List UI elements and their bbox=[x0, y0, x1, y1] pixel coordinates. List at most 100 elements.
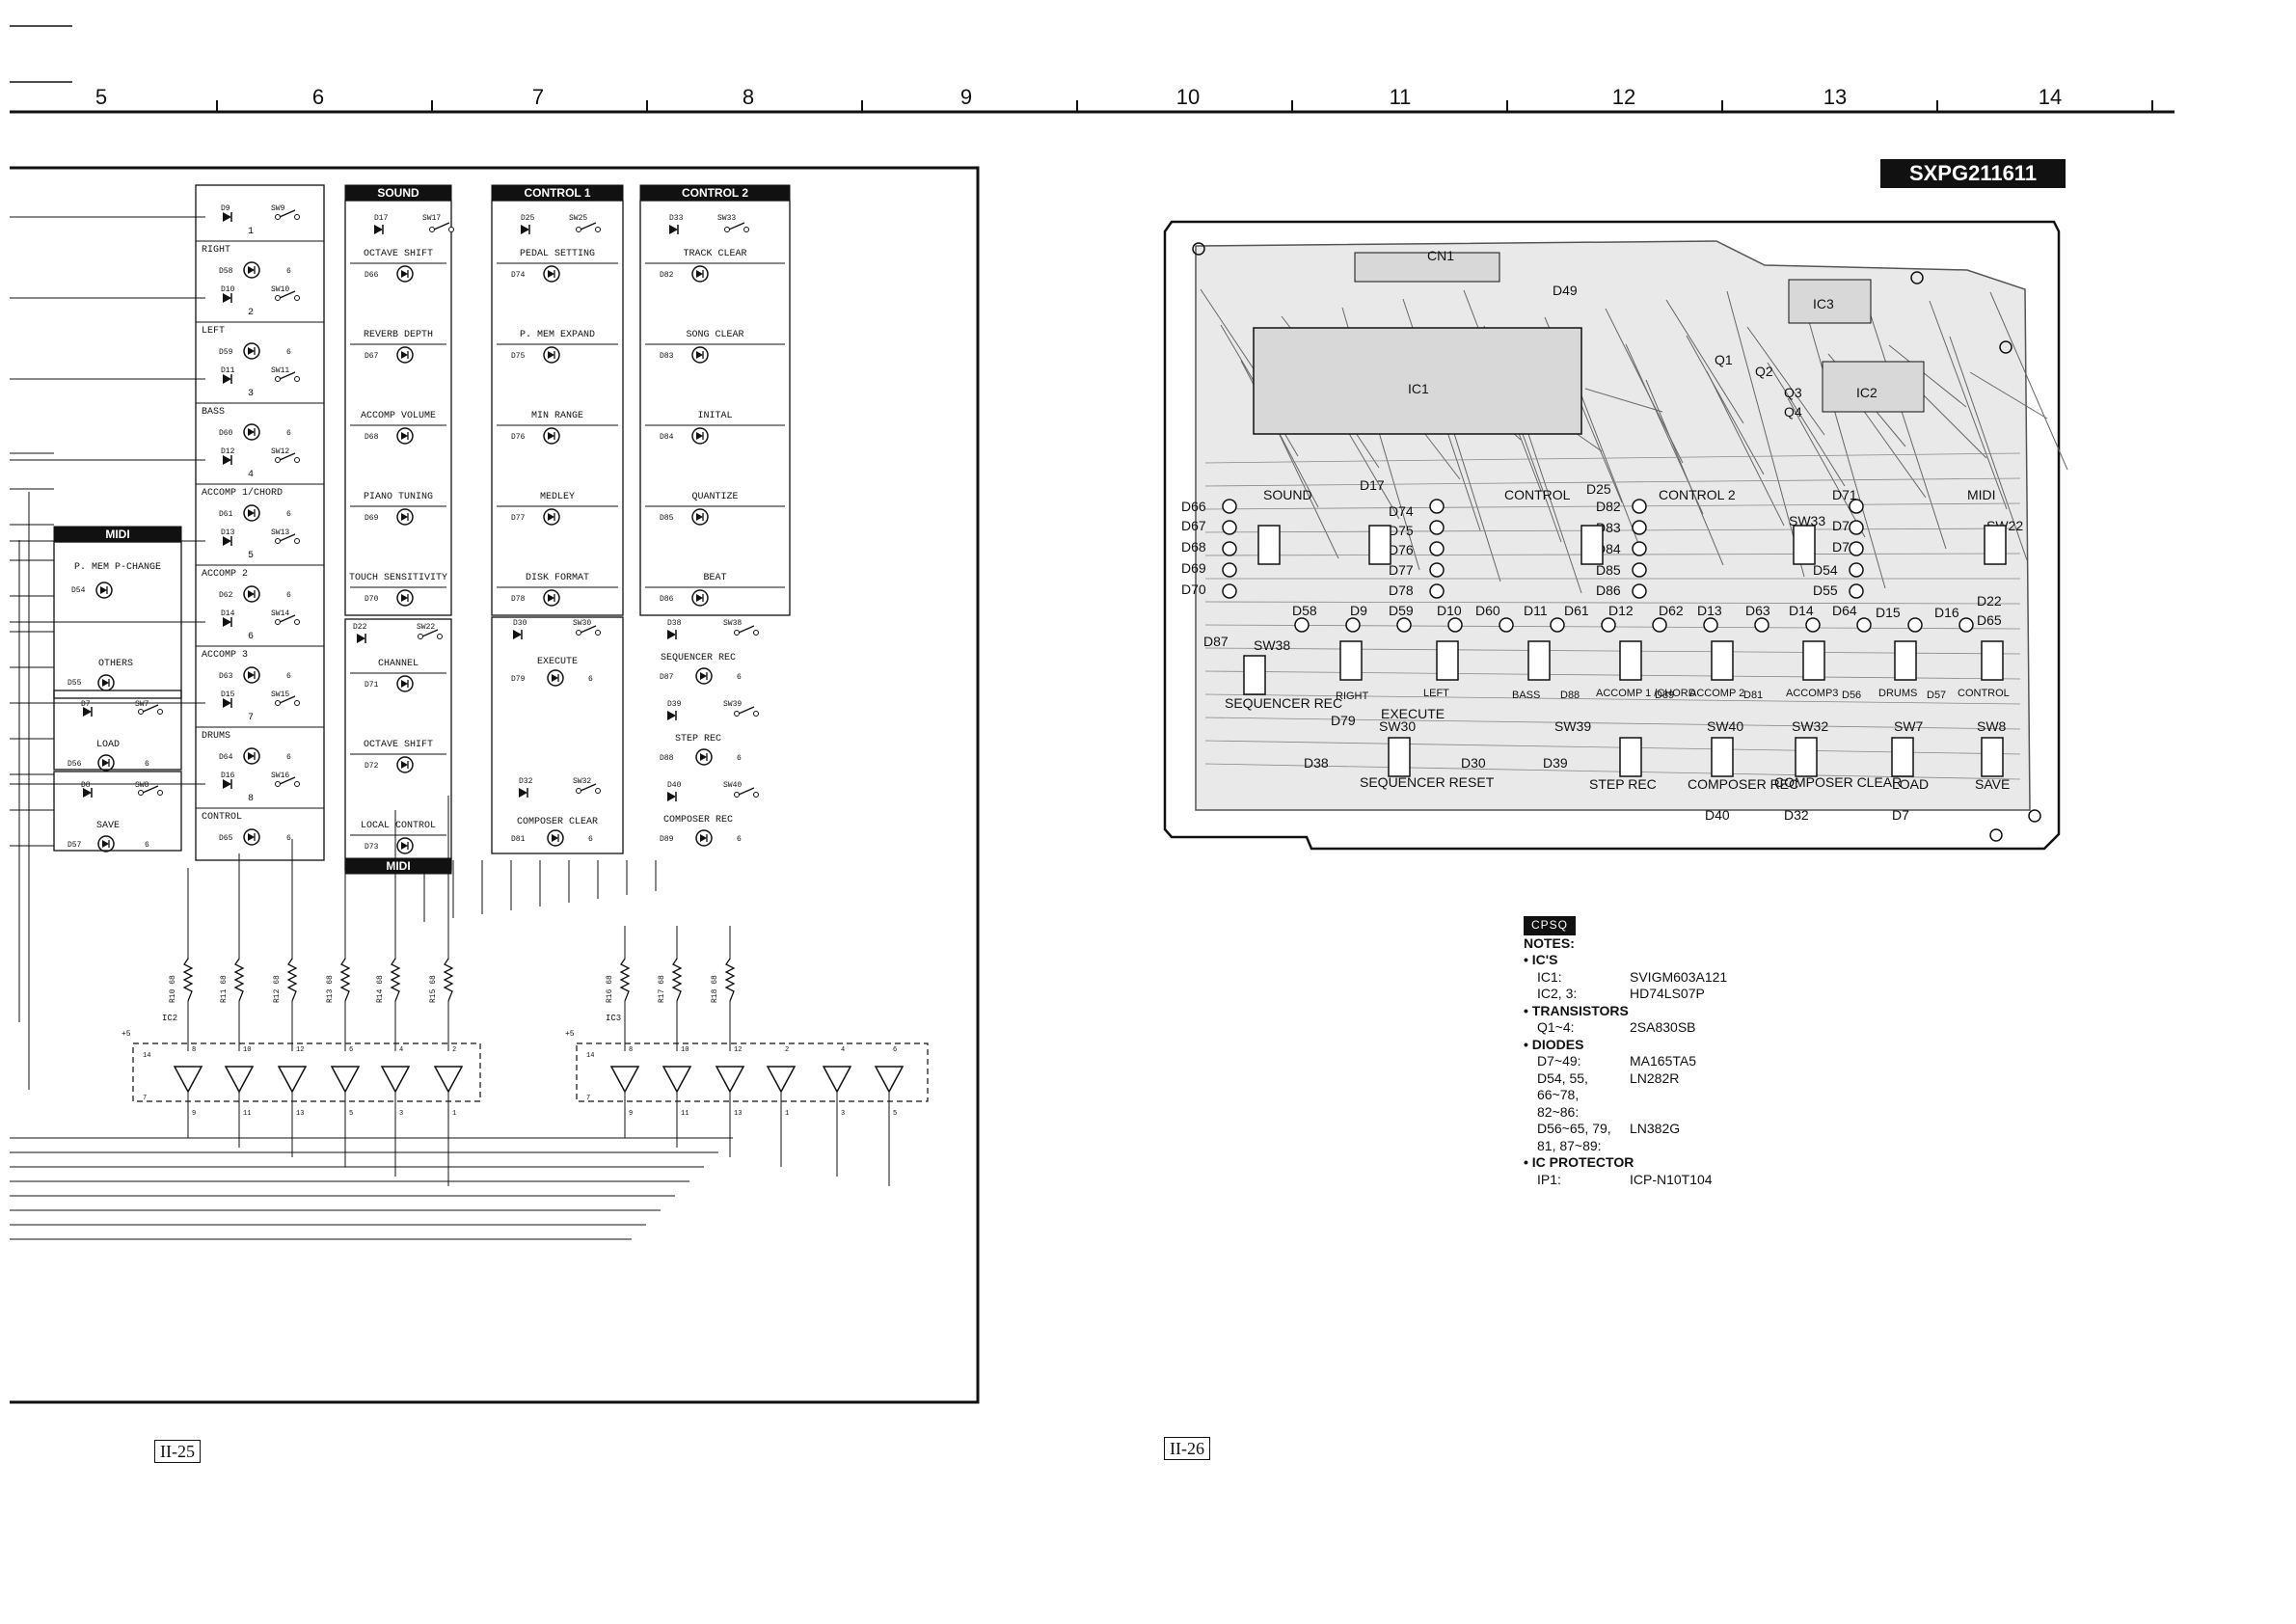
mounting-hole bbox=[1192, 242, 1205, 256]
ic2-vcc: +5 bbox=[122, 1030, 131, 1039]
notes-row: 81, 87~89: bbox=[1524, 1138, 1842, 1155]
others-label: OTHERS bbox=[98, 659, 133, 669]
pcb-label: D60 bbox=[1475, 603, 1500, 618]
pcb-trace bbox=[1807, 317, 1886, 589]
pcb-led bbox=[1447, 617, 1463, 633]
pin-number: 6 bbox=[588, 675, 593, 684]
pcb-label: IC2 bbox=[1856, 385, 1877, 400]
ruler-number: 12 bbox=[1612, 85, 1635, 109]
led-label: D79 bbox=[511, 675, 526, 684]
switch-name: CONTROL bbox=[202, 812, 242, 823]
pcb-led bbox=[1652, 617, 1667, 633]
pcb-label: SW38 bbox=[1254, 637, 1290, 653]
diode-symbol bbox=[667, 711, 676, 720]
pcb-led bbox=[1222, 583, 1237, 599]
led-function-label: LOCAL CONTROL bbox=[361, 821, 436, 831]
pcb-label: D88 bbox=[1560, 690, 1580, 701]
pcb-switch-pad bbox=[1795, 737, 1818, 777]
led-label: D64 bbox=[219, 753, 233, 762]
notes-row: IC1:SVIGM603A121 bbox=[1524, 969, 1842, 987]
resistor-r17 bbox=[671, 958, 683, 1002]
pcb-label: SW40 bbox=[1707, 718, 1743, 734]
switch-contact bbox=[595, 227, 601, 232]
pin-number: 4 bbox=[399, 1046, 403, 1054]
pcb-led bbox=[1632, 583, 1647, 599]
switch-contact bbox=[429, 227, 435, 232]
switch-symbol bbox=[580, 222, 597, 230]
pin-number: 11 bbox=[681, 1110, 689, 1118]
led-function-label: TOUCH SENSITIVITY bbox=[349, 573, 447, 583]
led-arrow bbox=[401, 351, 408, 359]
notes-value: LN282R bbox=[1630, 1069, 1680, 1086]
pin-number: 5 bbox=[893, 1110, 897, 1118]
switch-contact bbox=[743, 227, 749, 232]
diode-label: D12 bbox=[221, 447, 235, 456]
notes-row: 66~78, bbox=[1524, 1087, 1842, 1104]
pcb-cn1 bbox=[1354, 252, 1500, 283]
notes-row: D54, 55,LN282R bbox=[1524, 1070, 1842, 1088]
led-label: D54 bbox=[71, 586, 86, 595]
pcb-label: SW39 bbox=[1554, 718, 1591, 734]
ic2-buffer bbox=[173, 1066, 203, 1094]
led-label: D55 bbox=[68, 679, 82, 688]
led-label: D56 bbox=[68, 760, 82, 769]
led-arrow bbox=[248, 671, 255, 679]
diode-label: D16 bbox=[221, 771, 235, 780]
pcb-label: D79 bbox=[1331, 713, 1356, 728]
switch-contact bbox=[734, 792, 740, 798]
led-label: D82 bbox=[660, 271, 674, 280]
pcb-label: D59 bbox=[1389, 603, 1414, 618]
led-arrow bbox=[248, 833, 255, 841]
resistor-label: R11 68 bbox=[220, 975, 229, 1003]
diode-label: D40 bbox=[667, 781, 682, 790]
switch-contact bbox=[275, 214, 281, 220]
notes-section-head: • TRANSISTORS bbox=[1524, 1002, 1629, 1018]
pcb-switch-pad bbox=[1339, 640, 1363, 681]
pcb-trace bbox=[1706, 370, 1785, 527]
page-number-right: II-26 bbox=[1164, 1437, 1210, 1460]
pcb-label: D39 bbox=[1543, 755, 1568, 771]
ruler-number: 13 bbox=[1823, 85, 1847, 109]
diode-d13 bbox=[223, 536, 231, 546]
switch-contact bbox=[734, 630, 740, 636]
led-arrow bbox=[552, 674, 558, 682]
pcb-led bbox=[1805, 617, 1821, 633]
pcb-label: EXECUTE bbox=[1381, 706, 1445, 721]
switch-label: SW11 bbox=[271, 366, 289, 375]
switch-label: SW22 bbox=[417, 623, 435, 632]
led-function-label: QUANTIZE bbox=[691, 492, 738, 502]
led-function-label: P. MEM EXPAND bbox=[520, 330, 595, 340]
ic3-buffer bbox=[874, 1066, 905, 1094]
led-arrow bbox=[248, 347, 255, 355]
pcb-label: D67 bbox=[1181, 518, 1206, 533]
switch-label: SW7 bbox=[135, 700, 149, 709]
led-label: D66 bbox=[365, 271, 379, 280]
led-arrow bbox=[248, 752, 255, 760]
pcb-label: Q1 bbox=[1715, 352, 1733, 367]
pcb-trace bbox=[1686, 335, 1765, 475]
switch-contact bbox=[294, 295, 300, 301]
led-label: D74 bbox=[511, 271, 526, 280]
diode-d15 bbox=[223, 698, 231, 708]
switch-contact bbox=[595, 630, 601, 636]
switch-contact bbox=[275, 781, 281, 787]
pcb-led bbox=[1632, 541, 1647, 556]
ic3-buffer bbox=[662, 1066, 692, 1094]
pcb-trace bbox=[1746, 326, 1825, 436]
switch-contact bbox=[734, 711, 740, 717]
led-arrow bbox=[401, 270, 408, 278]
pcb-label: Q3 bbox=[1784, 385, 1802, 400]
pin-number: 3 bbox=[841, 1110, 845, 1118]
notes-row: Q1~4:2SA830SB bbox=[1524, 1019, 1842, 1037]
pcb-led bbox=[1754, 617, 1769, 633]
resistor-r14 bbox=[390, 958, 401, 1002]
pin-number: 6 bbox=[286, 267, 291, 276]
pcb-switch-pad bbox=[1368, 525, 1391, 565]
pcb-label: SW8 bbox=[1977, 718, 2007, 734]
diode-symbol bbox=[519, 788, 527, 798]
notes-title: NOTES: bbox=[1524, 934, 1575, 951]
led-label: D85 bbox=[660, 514, 674, 523]
led-function-label: MIN RANGE bbox=[531, 411, 583, 421]
pcb-switch-pad bbox=[1388, 737, 1411, 777]
led-arrow bbox=[552, 834, 558, 842]
